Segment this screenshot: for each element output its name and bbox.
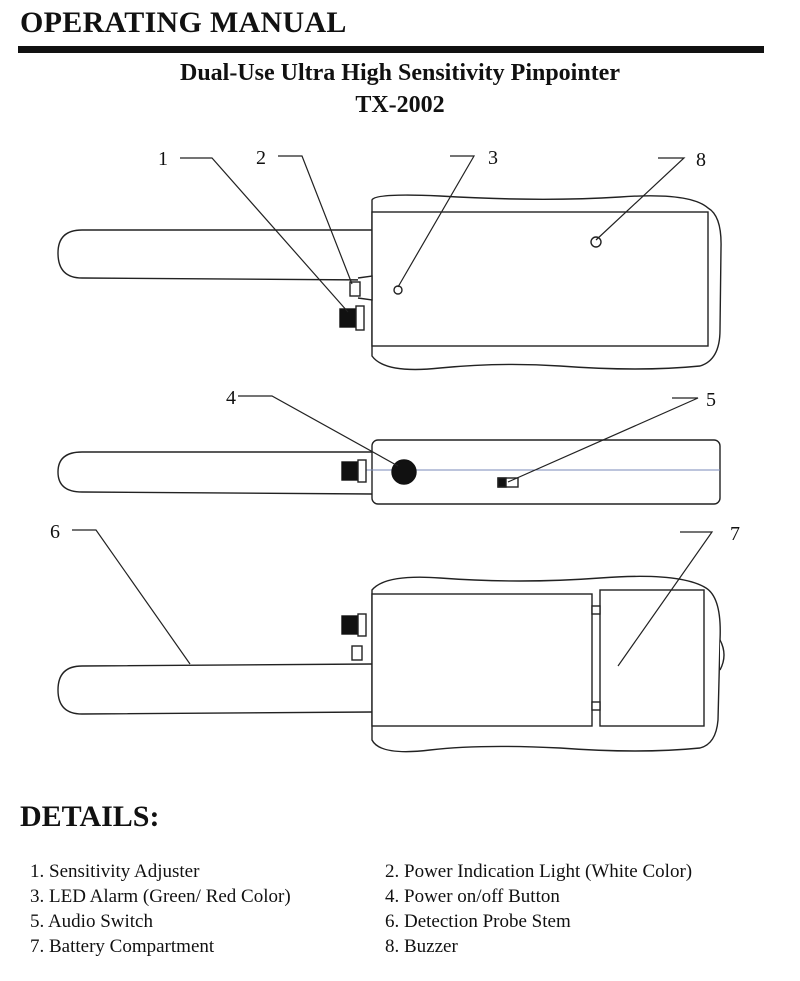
details-heading: DETAILS: xyxy=(20,800,160,833)
model-number: TX-2002 xyxy=(355,92,445,118)
list-item: 7. Battery Compartment xyxy=(30,936,215,957)
list-item: 2. Power Indication Light (White Color) xyxy=(385,861,693,882)
list-item: 8. Buzzer xyxy=(385,936,458,957)
side-view xyxy=(57,439,721,505)
power-button xyxy=(391,459,417,485)
list-item: 3. LED Alarm (Green/ Red Color) xyxy=(30,886,291,907)
details-list: 1. Sensitivity Adjuster 2. Power Indicat… xyxy=(30,860,770,958)
callout-1: 1 xyxy=(158,148,168,170)
callout-2: 2 xyxy=(256,147,266,169)
header-title: OPERATING MANUAL xyxy=(20,6,347,39)
list-item: 6. Detection Probe Stem xyxy=(385,911,571,932)
callout-3: 3 xyxy=(488,147,498,169)
callout-8: 8 xyxy=(696,149,706,171)
bottom-view xyxy=(57,575,725,753)
header-rule xyxy=(18,46,764,53)
callout-7: 7 xyxy=(730,523,740,545)
callout-5: 5 xyxy=(706,389,716,411)
pinpointer-diagram: 1 2 3 8 4 5 6 7 xyxy=(50,147,740,753)
list-item: 4. Power on/off Button xyxy=(385,886,560,907)
list-item: 5. Audio Switch xyxy=(30,911,153,932)
list-item: 1. Sensitivity Adjuster xyxy=(30,861,200,882)
document-title: Dual-Use Ultra High Sensitivity Pinpoint… xyxy=(179,60,620,86)
top-view xyxy=(57,194,722,371)
callout-4: 4 xyxy=(226,387,236,409)
callout-6: 6 xyxy=(50,521,60,543)
